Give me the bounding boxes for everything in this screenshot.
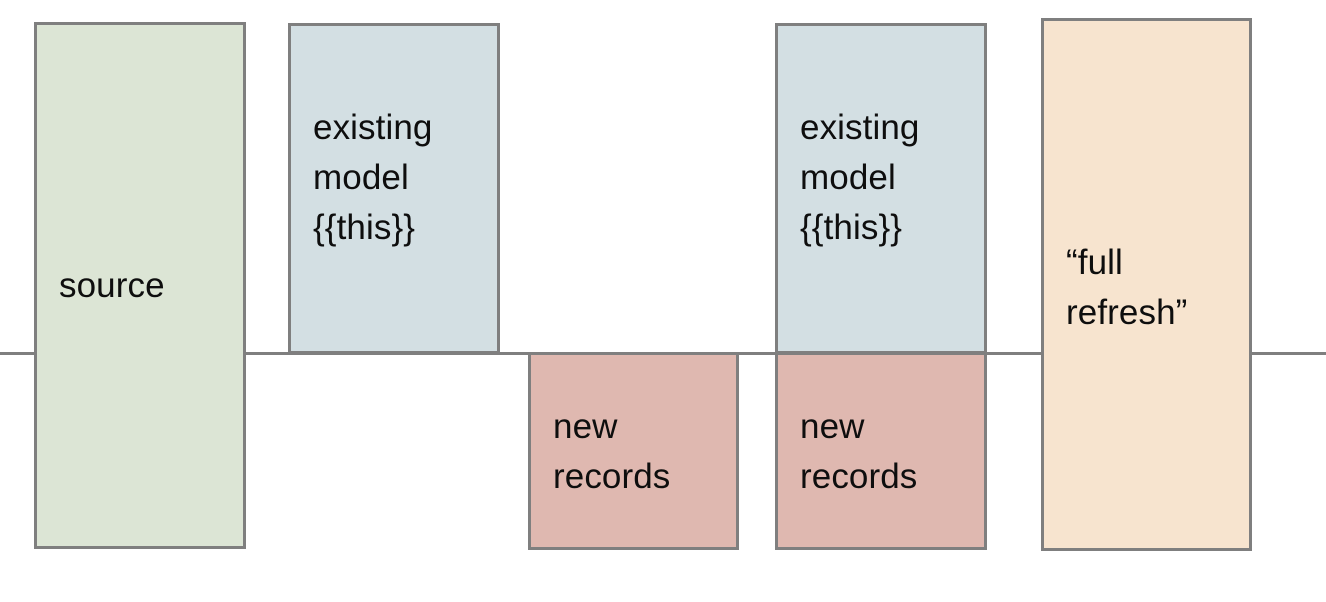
node-source[interactable]: source bbox=[34, 22, 246, 549]
node-existing-model-2[interactable]: existing model {{this}} bbox=[775, 23, 987, 354]
node-existing-model-1-label: existing model {{this}} bbox=[313, 107, 433, 247]
node-full-refresh[interactable]: “full refresh” bbox=[1041, 18, 1252, 551]
node-existing-model-1[interactable]: existing model {{this}} bbox=[288, 23, 500, 354]
node-new-records-1[interactable]: new records bbox=[528, 352, 739, 550]
node-existing-model-2-label: existing model {{this}} bbox=[800, 107, 920, 247]
node-source-label: source bbox=[59, 265, 165, 305]
node-new-records-1-label: new records bbox=[553, 407, 671, 496]
node-new-records-2[interactable]: new records bbox=[775, 352, 987, 550]
node-full-refresh-label: “full refresh” bbox=[1066, 242, 1188, 332]
node-new-records-2-label: new records bbox=[800, 407, 918, 496]
